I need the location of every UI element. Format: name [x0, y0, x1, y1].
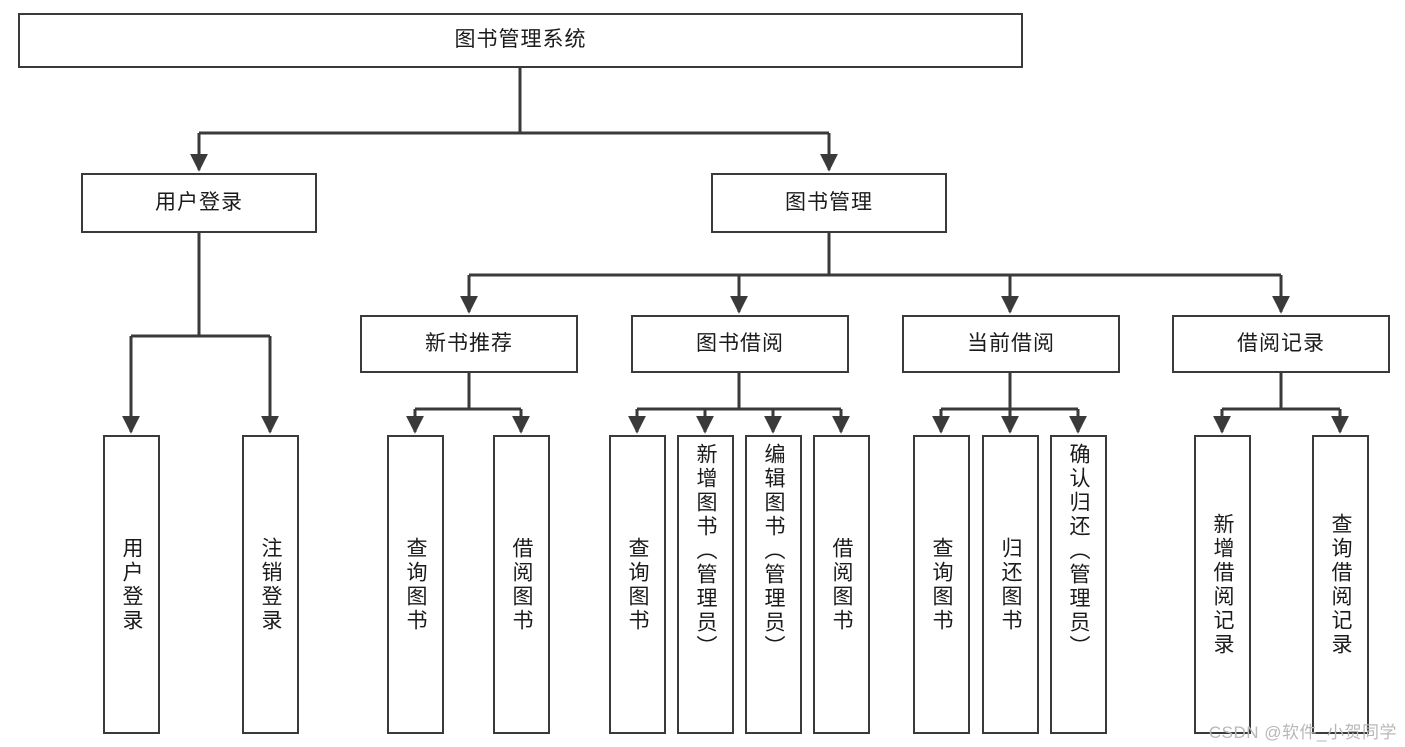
node-leaf-borrow-book-2-label: 借阅图书 — [830, 536, 853, 633]
node-leaf-query-book-2[interactable]: 查询图书 — [609, 435, 666, 734]
node-current-borrow[interactable]: 当前借阅 — [902, 315, 1120, 373]
node-book-borrow[interactable]: 图书借阅 — [631, 315, 849, 373]
csdn-watermark: CSDN @软件_小贺同学 — [1208, 723, 1397, 742]
node-leaf-add-record[interactable]: 新增借阅记录 — [1194, 435, 1251, 734]
node-new-book-recommend-label: 新书推荐 — [425, 331, 513, 355]
node-book-borrow-label: 图书借阅 — [696, 331, 784, 355]
node-leaf-borrow-book-1-label: 借阅图书 — [510, 536, 533, 633]
node-current-borrow-label: 当前借阅 — [967, 331, 1055, 355]
node-leaf-logout-login[interactable]: 注销登录 — [242, 435, 299, 734]
node-user-login[interactable]: 用户登录 — [81, 173, 317, 233]
node-leaf-query-book-3[interactable]: 查询图书 — [913, 435, 970, 734]
node-new-book-recommend[interactable]: 新书推荐 — [360, 315, 578, 373]
node-leaf-add-book-label: 新增图书（管理员） — [694, 443, 717, 659]
node-leaf-confirm-return-label: 确认归还（管理员） — [1067, 443, 1090, 659]
node-leaf-add-book[interactable]: 新增图书（管理员） — [677, 435, 734, 734]
node-book-manage[interactable]: 图书管理 — [711, 173, 947, 233]
node-leaf-query-book-1[interactable]: 查询图书 — [387, 435, 444, 734]
node-user-login-label: 用户登录 — [155, 190, 243, 214]
node-leaf-borrow-book-1[interactable]: 借阅图书 — [493, 435, 550, 734]
node-leaf-user-login-label: 用户登录 — [120, 536, 143, 633]
node-leaf-query-record[interactable]: 查询借阅记录 — [1312, 435, 1369, 734]
node-leaf-return-book[interactable]: 归还图书 — [982, 435, 1039, 734]
node-leaf-edit-book-label: 编辑图书（管理员） — [762, 443, 785, 659]
node-leaf-query-book-2-label: 查询图书 — [626, 536, 649, 633]
node-leaf-return-book-label: 归还图书 — [999, 536, 1022, 633]
node-leaf-query-record-label: 查询借阅记录 — [1329, 512, 1352, 657]
node-borrow-record[interactable]: 借阅记录 — [1172, 315, 1390, 373]
node-leaf-logout-login-label: 注销登录 — [259, 536, 282, 633]
node-leaf-user-login[interactable]: 用户登录 — [103, 435, 160, 734]
node-leaf-edit-book[interactable]: 编辑图书（管理员） — [745, 435, 802, 734]
node-leaf-confirm-return[interactable]: 确认归还（管理员） — [1050, 435, 1107, 734]
node-book-manage-label: 图书管理 — [785, 190, 873, 214]
node-root[interactable]: 图书管理系统 — [18, 13, 1023, 68]
node-leaf-borrow-book-2[interactable]: 借阅图书 — [813, 435, 870, 734]
node-leaf-query-book-3-label: 查询图书 — [930, 536, 953, 633]
node-root-label: 图书管理系统 — [454, 28, 587, 52]
node-borrow-record-label: 借阅记录 — [1237, 331, 1325, 355]
node-leaf-query-book-1-label: 查询图书 — [404, 536, 427, 633]
node-leaf-add-record-label: 新增借阅记录 — [1211, 512, 1234, 657]
